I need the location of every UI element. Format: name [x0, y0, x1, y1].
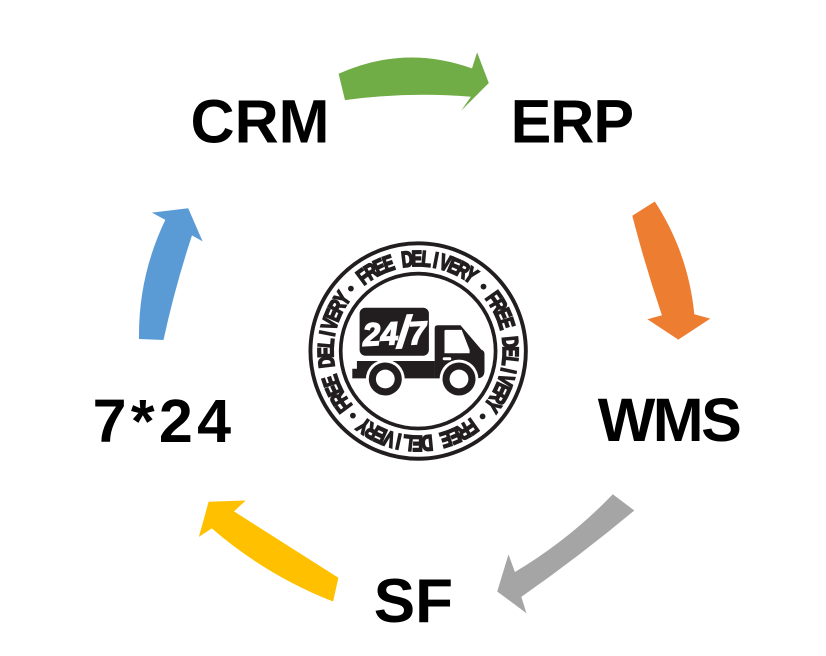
svg-text:I: I — [431, 249, 440, 273]
svg-text:E: E — [411, 248, 422, 272]
svg-text:D: D — [315, 355, 340, 369]
svg-text:E: E — [412, 430, 423, 454]
svg-text:E: E — [315, 347, 339, 358]
svg-text:CRM: CRM — [191, 88, 330, 156]
svg-text:E: E — [497, 346, 521, 357]
svg-text:L: L — [496, 355, 521, 368]
svg-text:D: D — [400, 248, 414, 273]
svg-text:I: I — [316, 329, 340, 338]
svg-text:L: L — [420, 248, 432, 273]
svg-text:D: D — [420, 429, 434, 454]
svg-text:L: L — [402, 429, 415, 454]
svg-text:24: 24 — [361, 315, 400, 353]
svg-text:7: 7 — [408, 314, 430, 351]
svg-text:D: D — [497, 335, 522, 349]
svg-text:I: I — [495, 366, 519, 375]
svg-text:SF: SF — [374, 567, 453, 636]
svg-text:L: L — [315, 337, 340, 349]
svg-text:WMS: WMS — [598, 386, 740, 454]
svg-text:ERP: ERP — [511, 88, 633, 156]
svg-text:7*24: 7*24 — [93, 387, 236, 455]
svg-text:I: I — [394, 428, 403, 452]
